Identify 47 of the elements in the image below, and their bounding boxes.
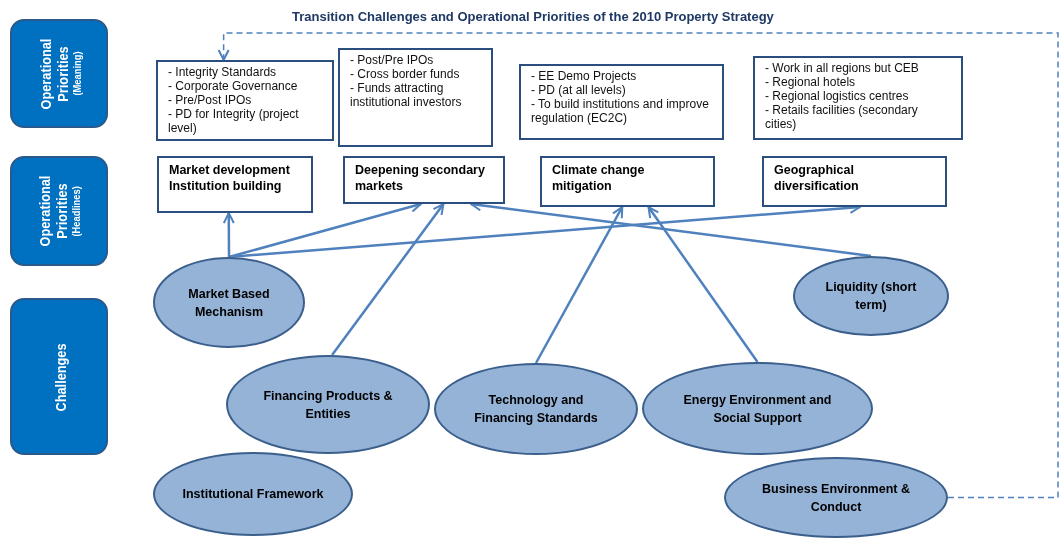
arrow (534, 206, 624, 364)
diagram-title: Transition Challenges and Operational Priorities of the 2010 Property Strategy (292, 8, 774, 26)
bullet-item: - Integrity Standards (168, 65, 278, 79)
section-label: Operational Priorities (35, 37, 70, 111)
bullet-item: - Funds attracting institutional investors (350, 81, 463, 109)
bullet-item: - Regional hotels (765, 75, 857, 89)
priority-detail-box (338, 48, 493, 147)
challenge-text: Energy Environment and Social Support (682, 391, 833, 427)
bullet-item: - Pre/Post IPOs (168, 93, 253, 107)
priority-headline-box (157, 156, 313, 213)
bullet-item: - Post/Pre IPOs (350, 53, 435, 67)
priority-headline-box (540, 156, 715, 207)
bullet-item: - PD (at all levels) (531, 83, 627, 97)
priority-detail-box (753, 56, 963, 140)
section-label: Operational Priorities (35, 174, 70, 249)
bullet-item: - To build institutions and improve regulation (EC2C) (531, 97, 710, 125)
headline-text: Climate change mitigation (552, 162, 646, 194)
section-label-box (10, 156, 108, 266)
headline-text: Deepening secondary markets (355, 162, 486, 194)
section-label-box (10, 19, 108, 128)
priority-detail-box (519, 64, 724, 140)
bullet-item: - Regional logistics centres (765, 89, 910, 103)
section-label: (Meaning) (69, 51, 83, 96)
priority-detail-box (156, 60, 334, 141)
section-label-box (10, 298, 108, 455)
challenge-text: Business Environment & Conduct (761, 480, 911, 516)
arrow (222, 212, 235, 257)
headline-text: Geographical diversification (774, 162, 860, 194)
arrow (331, 203, 445, 356)
section-label: Challenges (50, 342, 68, 411)
challenge-text: Market Based Mechanism (187, 285, 271, 321)
bullet-item: - Retails facilities (secondary cities) (765, 103, 919, 131)
challenge-text: Financing Products & Entities (262, 387, 394, 423)
challenge-text: Institutional Framework (182, 486, 324, 503)
bullet-item: - Work in all regions but CEB (765, 61, 920, 75)
bullet-item: - Corporate Governance (168, 79, 299, 93)
arrow (217, 32, 1059, 499)
section-label: (Headlines) (69, 185, 83, 237)
challenge-text: Liquidity (short term) (824, 279, 918, 314)
bullet-item: - EE Demo Projects (531, 69, 638, 83)
priority-headline-box (343, 156, 505, 204)
headline-text: Market development Institution building (169, 162, 291, 194)
bullet-item: - PD for Integrity (project level) (168, 107, 300, 135)
arrow (647, 206, 759, 363)
priority-headline-box (762, 156, 947, 207)
bullet-item: - Cross border funds (350, 67, 461, 81)
challenge-text: Technology and Financing Standards (473, 392, 599, 427)
